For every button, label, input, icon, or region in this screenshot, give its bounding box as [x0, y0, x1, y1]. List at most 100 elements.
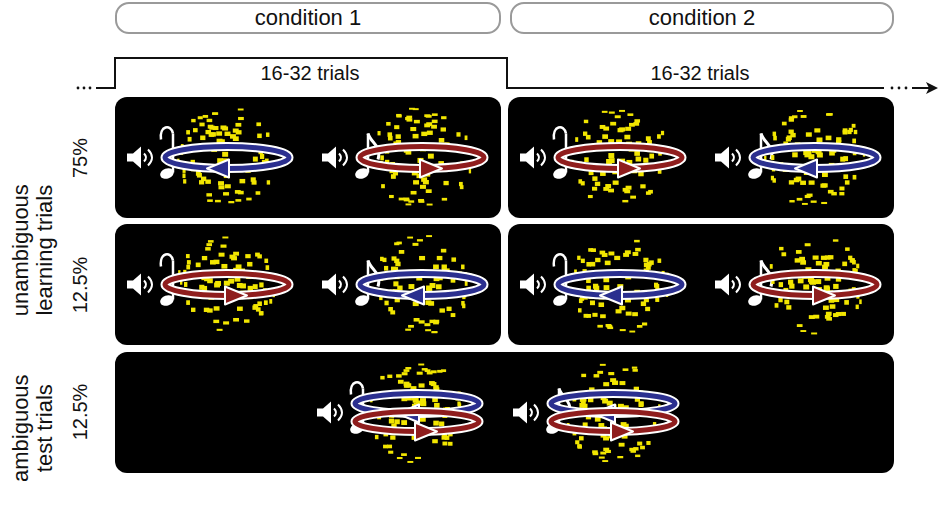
sphere-dot: [797, 110, 803, 112]
sphere-dot: [856, 264, 859, 269]
sphere-dot: [186, 300, 190, 305]
condition-header: condition 1: [115, 2, 501, 34]
sphere-dot: [775, 303, 779, 308]
sphere-dot: [575, 440, 579, 444]
sphere-dot: [217, 329, 223, 331]
sphere-dot: [642, 322, 647, 325]
sphere-dot: [465, 135, 468, 140]
sphere-dot: [442, 442, 447, 446]
note-flag: [554, 127, 566, 139]
row-label: unambiguous learning trials: [9, 165, 57, 335]
sphere-dot: [255, 253, 260, 257]
note-flag: [351, 382, 363, 394]
sphere-dot: [802, 203, 808, 205]
sphere-dot: [597, 371, 603, 374]
sound-wave: [339, 281, 341, 289]
sphere-dot: [833, 284, 838, 289]
sphere-dot: [432, 120, 438, 123]
sphere-dot: [431, 370, 437, 373]
speaker-body: [127, 274, 141, 296]
speaker-body: [715, 274, 729, 296]
sphere-dot: [259, 311, 263, 315]
panel-background: [508, 224, 894, 345]
sphere-dot: [425, 369, 431, 372]
sphere-dot: [218, 181, 224, 185]
sphere-dot: [253, 157, 258, 162]
sphere-dot: [388, 307, 393, 311]
sound-wave: [343, 150, 347, 166]
sphere-dot: [619, 110, 625, 112]
sound-wave: [148, 277, 152, 293]
sphere-dot: [215, 200, 221, 202]
sphere-dot: [627, 113, 633, 116]
sphere-dot: [431, 125, 437, 129]
sphere-dot: [396, 374, 402, 377]
sphere-dot: [609, 112, 615, 114]
sphere-dot: [247, 262, 252, 267]
sphere-dot: [433, 264, 439, 269]
sphere-dot: [608, 372, 614, 375]
sphere-dot: [600, 251, 606, 255]
sphere-dot: [439, 138, 445, 143]
sphere-dot: [442, 198, 447, 201]
sphere-dot: [831, 192, 837, 195]
sphere-dot: [815, 279, 821, 284]
sphere-dot: [798, 278, 804, 283]
leftward-rotation-arrow: [753, 147, 877, 178]
sphere-dot: [387, 375, 392, 378]
sphere-dot: [634, 240, 640, 242]
sphere-dot: [792, 115, 797, 118]
sphere-dot: [394, 242, 399, 245]
rightward-rotation-arrow: [753, 274, 877, 305]
sphere-dot: [608, 252, 614, 256]
sound-wave: [537, 154, 539, 162]
sphere-dot: [807, 194, 813, 197]
percentage: 75%: [69, 138, 91, 178]
sphere-dot: [803, 284, 809, 289]
sphere-dot: [784, 300, 789, 305]
sphere-dot: [417, 239, 423, 241]
sphere-dot: [432, 113, 438, 116]
sphere-dot: [238, 117, 244, 120]
sphere-dot: [212, 112, 218, 114]
speaker-icon: [520, 147, 545, 169]
sphere-dot: [432, 439, 438, 443]
sphere-dot: [380, 376, 384, 380]
sphere-dot: [398, 380, 404, 384]
sphere-dot: [394, 125, 399, 129]
sphere-dot: [410, 127, 416, 131]
sphere-dot: [623, 368, 629, 371]
sphere-dot: [640, 446, 645, 450]
sphere-dot: [856, 305, 859, 309]
sphere-dot: [581, 401, 586, 406]
sphere-dot: [233, 252, 239, 256]
sphere-dot: [800, 181, 806, 185]
sphere-dot: [821, 202, 827, 204]
sphere-dot: [644, 263, 649, 268]
sphere-dot: [584, 157, 588, 162]
sphere-dot: [207, 278, 213, 283]
sound-wave: [732, 154, 734, 162]
sphere-dot: [434, 320, 440, 323]
sphere-dot: [581, 259, 585, 263]
sphere-dot: [240, 179, 246, 183]
sphere-dot: [259, 311, 263, 315]
rotation-arrowhead: [813, 287, 835, 305]
sphere-dot: [786, 305, 791, 309]
sphere-dot: [202, 256, 207, 260]
sphere-dot: [796, 250, 802, 254]
sphere-dot: [220, 125, 226, 129]
sphere-dot: [214, 306, 220, 310]
sphere-dot: [205, 247, 211, 251]
sphere-dot: [257, 134, 262, 139]
speaker-body: [513, 402, 527, 424]
sphere-dot: [645, 307, 650, 311]
sphere-dot: [238, 109, 244, 111]
sphere-dot: [592, 176, 597, 181]
trial-count: 16-32 trials: [651, 62, 750, 84]
speaker-body: [317, 402, 331, 424]
sphere-dot: [633, 252, 639, 256]
sphere-dot: [811, 200, 817, 202]
sphere-dot: [386, 122, 390, 126]
continuation-dot: [77, 87, 80, 90]
